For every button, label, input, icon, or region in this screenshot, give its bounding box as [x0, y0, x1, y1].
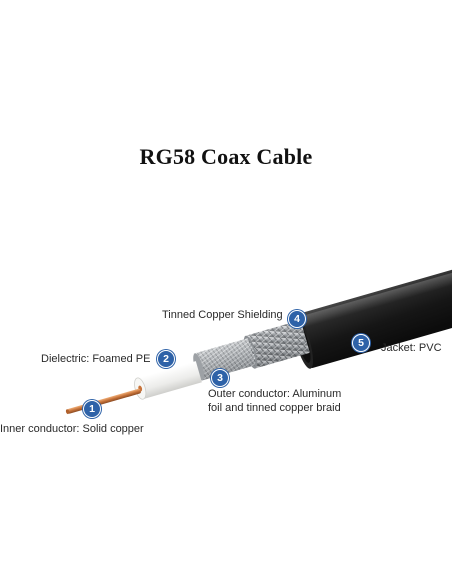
inner-conductor	[65, 388, 141, 415]
label-dielectric: Dielectric: Foamed PE	[41, 353, 151, 365]
callout-badge-1: 1	[83, 400, 101, 418]
diagram-title: RG58 Coax Cable	[139, 144, 313, 169]
label-outer-conductor-line1: Outer conductor: Aluminum	[208, 388, 342, 400]
callout-badge-4: 4	[288, 310, 306, 328]
callout-badge-5: 5	[352, 334, 370, 352]
callout-badge-3: 3	[211, 369, 229, 387]
foil-layer	[193, 338, 256, 381]
label-tinned-copper-shielding: Tinned Copper Shielding	[162, 309, 283, 321]
label-outer-conductor-line2: foil and tinned copper braid	[208, 402, 341, 414]
callout-badge-2: 2	[157, 350, 175, 368]
label-jacket-pvc: Jacket: PVC	[381, 342, 442, 354]
label-inner-conductor: Inner conductor: Solid copper	[0, 423, 144, 435]
